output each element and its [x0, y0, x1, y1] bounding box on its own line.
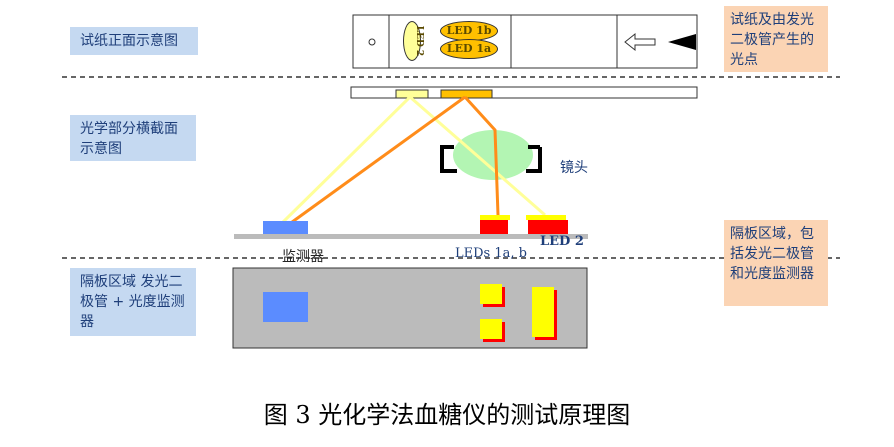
triangle-marker-icon: [668, 34, 696, 50]
strip-cross-section: [350, 86, 698, 99]
label-strip-spots: 试纸及由发光二极管产生的光点: [724, 6, 828, 72]
caption: 图 3 光化学法血糖仪的测试原理图: [263, 401, 631, 429]
label-baffle-area: 隔板区域 发光二极管 + 光度监测器: [70, 268, 196, 336]
strip-hole: [368, 38, 376, 46]
detector: [263, 221, 308, 234]
label-optics-section: 光学部分横截面示意图: [70, 115, 196, 161]
led-1a-spot: LED 1a: [440, 39, 498, 59]
led-2: [528, 220, 568, 234]
label-baffle-desc: 隔板区域，包括发光二极管和光度监测器: [724, 220, 828, 306]
led-2-spot: LED 2: [403, 21, 424, 61]
lens: [453, 130, 533, 180]
led2-label: LED 2: [540, 234, 584, 249]
label-strip-front: 试纸正面示意图: [70, 27, 198, 55]
detector-label: 监测器: [282, 249, 324, 265]
leds-label: LEDs 1a, b: [455, 246, 527, 261]
led-1b-spot: LED 1b: [440, 21, 498, 41]
arrow-left-icon: [624, 32, 656, 52]
led-1ab: [480, 220, 508, 234]
lens-label: 镜头: [560, 160, 588, 176]
